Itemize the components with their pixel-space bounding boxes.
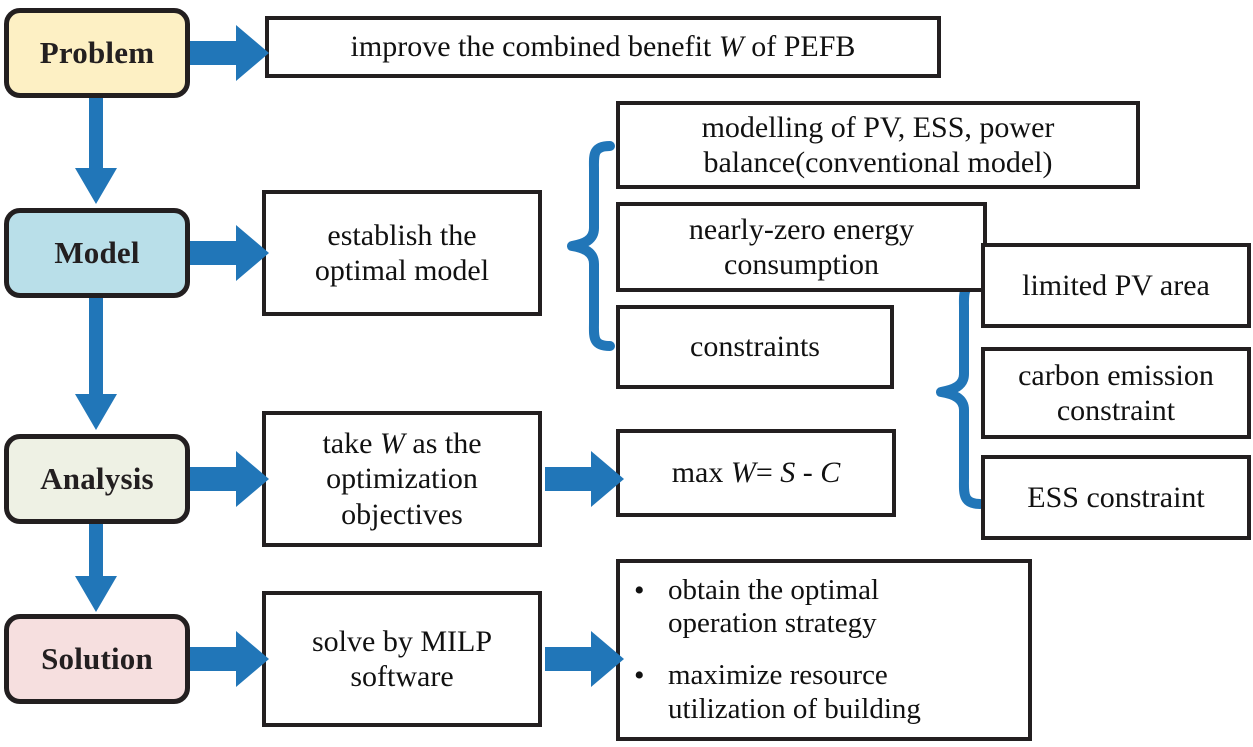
- formula-prefix: max: [671, 456, 731, 490]
- box-objective-formula[interactable]: max W= S - C: [616, 429, 896, 517]
- outcome-0-label: obtain the optimal operation strategy: [668, 573, 880, 640]
- bullet-icon: •: [634, 659, 645, 692]
- formula-variable-c: C: [820, 456, 841, 490]
- arrow-analysis-to-objective: [190, 449, 270, 509]
- analysis-objective-pre: take: [322, 426, 380, 460]
- arrow-model-to-establish: [190, 223, 270, 283]
- problem-statement-variable: W: [718, 30, 744, 64]
- stage-problem-label: Problem: [39, 35, 155, 70]
- constraint-detail-2-label: ESS constraint: [1027, 480, 1205, 514]
- model-detail-2-label: constraints: [690, 330, 820, 364]
- establish-model-label: establish the optimal model: [314, 218, 490, 287]
- box-analysis-objective[interactable]: take W as the optimization objectives: [262, 411, 542, 547]
- problem-statement-pre: improve the combined benefit: [350, 30, 719, 64]
- box-solve-method[interactable]: solve by MILP software: [262, 591, 542, 727]
- box-constraint-detail-2[interactable]: ESS constraint: [981, 455, 1251, 540]
- bullet-icon: •: [634, 573, 645, 607]
- stage-model[interactable]: Model: [4, 208, 190, 298]
- analysis-objective-post: as the optimization objectives: [326, 426, 482, 531]
- box-constraint-detail-0[interactable]: limited PV area: [981, 243, 1251, 328]
- box-model-detail-1[interactable]: nearly-zero energy consumption: [616, 202, 987, 292]
- formula-variable-s: S: [780, 456, 796, 490]
- arrow-objective-to-formula: [545, 449, 625, 509]
- stage-solution[interactable]: Solution: [4, 614, 190, 704]
- connector-analysis-to-solution: [72, 524, 120, 616]
- problem-statement-post: of PEFB: [743, 30, 856, 64]
- solve-method-label: solve by MILP software: [312, 624, 492, 693]
- model-detail-1-label: nearly-zero energy consumption: [688, 212, 915, 281]
- formula-variable-w: W: [730, 456, 756, 490]
- stage-analysis-label: Analysis: [40, 461, 154, 496]
- stage-solution-label: Solution: [41, 641, 153, 676]
- box-model-detail-0[interactable]: modelling of PV, ESS, power balance(conv…: [616, 101, 1140, 189]
- formula-equals: =: [755, 456, 781, 490]
- stage-model-label: Model: [54, 235, 140, 270]
- constraint-detail-1-label: carbon emission constraint: [1018, 358, 1214, 427]
- arrow-solve-to-outcomes: [545, 629, 625, 689]
- box-outcomes[interactable]: • obtain the optimal operation strategy …: [616, 559, 1032, 741]
- brace-model-details: [567, 140, 615, 352]
- arrow-solution-to-solve: [190, 629, 270, 689]
- connector-model-to-analysis: [72, 298, 120, 434]
- analysis-objective-variable: W: [379, 426, 405, 460]
- arrow-problem-to-statement: [190, 23, 270, 83]
- brace-constraint-details: [936, 278, 985, 510]
- model-detail-0-label: modelling of PV, ESS, power balance(conv…: [701, 110, 1055, 179]
- stage-analysis[interactable]: Analysis: [4, 434, 190, 524]
- box-model-detail-2[interactable]: constraints: [616, 305, 894, 389]
- connector-problem-to-model: [72, 96, 120, 208]
- box-establish-model[interactable]: establish the optimal model: [262, 190, 542, 316]
- constraint-detail-0-label: limited PV area: [1022, 268, 1210, 302]
- outcome-1-label: maximize resource utilization of buildin…: [668, 659, 921, 725]
- box-constraint-detail-1[interactable]: carbon emission constraint: [981, 347, 1251, 439]
- stage-problem[interactable]: Problem: [4, 8, 190, 98]
- list-item: • maximize resource utilization of build…: [634, 659, 1018, 726]
- formula-minus: -: [795, 456, 821, 490]
- list-item: • obtain the optimal operation strategy: [634, 574, 1018, 641]
- box-problem-statement[interactable]: improve the combined benefit W of PEFB: [265, 16, 941, 78]
